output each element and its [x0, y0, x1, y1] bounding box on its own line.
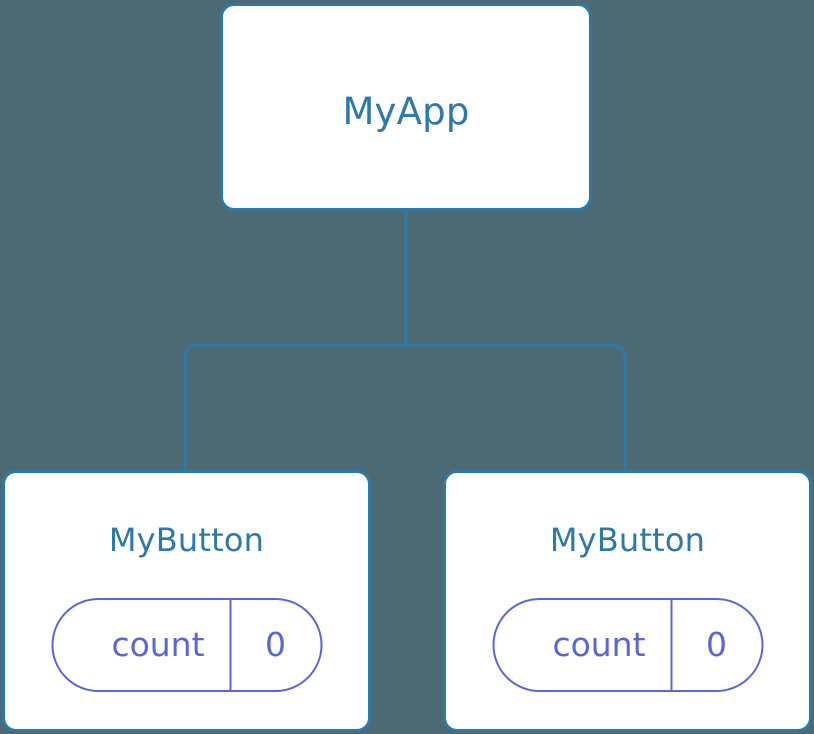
component-node-mybutton-2[interactable]: MyButton count 0 [443, 470, 812, 732]
component-node-myapp[interactable]: MyApp [220, 3, 592, 211]
component-node-label: MyApp [342, 90, 470, 133]
state-pill[interactable]: count 0 [51, 598, 322, 692]
component-node-label: MyButton [549, 521, 706, 559]
state-pill-key: count [552, 625, 646, 664]
state-pill-value: 0 [229, 600, 320, 690]
edge-to-child-right [406, 343, 627, 470]
state-pill-value: 0 [670, 600, 761, 690]
state-pill[interactable]: count 0 [492, 598, 763, 692]
component-node-label: MyButton [108, 521, 265, 559]
state-pill-key: count [111, 625, 205, 664]
edge-to-child-left [183, 343, 406, 470]
component-node-mybutton-1[interactable]: MyButton count 0 [2, 470, 371, 732]
